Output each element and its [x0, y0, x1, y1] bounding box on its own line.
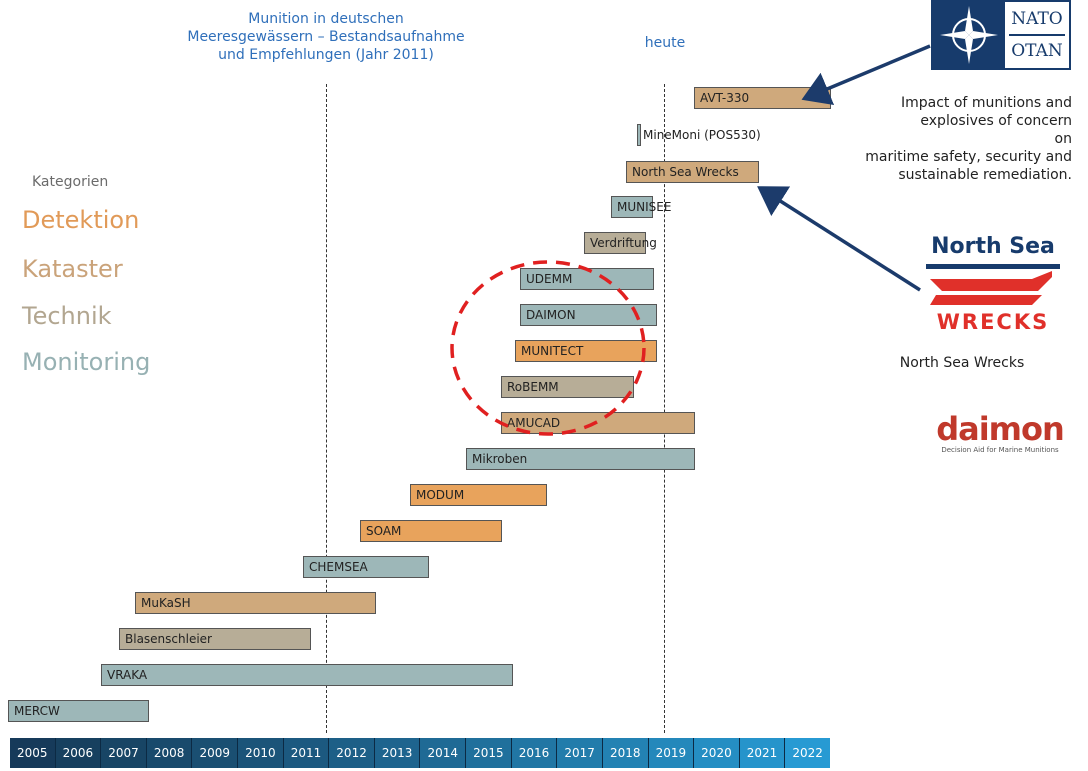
project-bar-mukash: MuKaSH	[135, 592, 376, 614]
annotation-2011: Munition in deutschen Meeresgewässern – …	[165, 10, 487, 64]
categories-heading: Kategorien	[32, 174, 109, 190]
year-2007: 2007	[101, 738, 147, 768]
nato-text: NATO	[1011, 9, 1063, 29]
nato-caption-line1: Impact of munitions and	[901, 95, 1072, 111]
project-bar-blasenschleier: Blasenschleier	[119, 628, 311, 650]
project-bar-minemoni	[637, 124, 641, 146]
nsw-caption: North Sea Wrecks	[899, 355, 1025, 371]
project-bar-munitect: MUNITECT	[515, 340, 657, 362]
year-2009: 2009	[192, 738, 239, 768]
project-bar-mikroben: Mikroben	[466, 448, 695, 470]
category-kataster: Kataster	[22, 255, 123, 283]
year-2020: 2020	[694, 738, 740, 768]
category-detektion: Detektion	[22, 206, 140, 234]
category-technik: Technik	[22, 302, 112, 330]
north-sea-wrecks-logo: North Sea WRECKS	[922, 232, 1064, 344]
year-2015: 2015	[466, 738, 512, 768]
daimon-logo: daimon Decision Aid for Marine Munitions	[925, 412, 1075, 454]
year-2011: 2011	[283, 738, 330, 768]
year-axis: 2005 2006 2007 2008 2009 2010 2011 2012 …	[10, 738, 830, 768]
daimon-tagline: Decision Aid for Marine Munitions	[941, 446, 1059, 454]
year-2008: 2008	[146, 738, 193, 768]
nato-caption: Impact of munitions and explosives of co…	[800, 94, 1072, 184]
project-bar-daimon: DAIMON	[520, 304, 657, 326]
project-bar-udemm: UDEMM	[520, 268, 654, 290]
nato-caption-line2: explosives of concern	[920, 113, 1072, 129]
daimon-logo-text: daimon	[936, 410, 1065, 448]
project-bar-amucad: AMUCAD	[501, 412, 695, 434]
nato-caption-line4: maritime safety, security and	[865, 149, 1072, 165]
project-bar-modum: MODUM	[410, 484, 547, 506]
year-2016: 2016	[511, 738, 558, 768]
nato-divider	[1009, 34, 1065, 36]
project-bar-north-sea-wrecks: North Sea Wrecks	[626, 161, 759, 183]
nsw-logo-navy-rule	[926, 264, 1060, 269]
year-2018: 2018	[602, 738, 649, 768]
nato-text-box: NATO OTAN	[1003, 0, 1071, 70]
annotation-2011-line3: und Empfehlungen (Jahr 2011)	[218, 47, 434, 63]
year-2022: 2022	[785, 738, 830, 768]
project-bar-munisee: MUNISEE	[611, 196, 671, 218]
project-bar-chemsea: CHEMSEA	[303, 556, 429, 578]
annotation-today: heute	[644, 35, 686, 51]
year-2019: 2019	[648, 738, 695, 768]
year-2012: 2012	[329, 738, 375, 768]
annotation-2011-line1: Munition in deutschen	[248, 11, 404, 27]
year-2017: 2017	[557, 738, 603, 768]
nato-caption-line5: sustainable remediation.	[898, 167, 1072, 183]
marker-line-2011	[326, 84, 327, 733]
project-bar-vraka: VRAKA	[101, 664, 513, 686]
project-bar-robemm: RoBEMM	[501, 376, 634, 398]
category-monitoring: Monitoring	[22, 348, 151, 376]
nato-logo: NATO OTAN	[931, 0, 1071, 70]
project-bar-soam: SOAM	[360, 520, 502, 542]
marker-line-today	[664, 84, 665, 733]
annotation-2011-line2: Meeresgewässern – Bestandsaufnahme	[187, 29, 465, 45]
year-2006: 2006	[55, 738, 102, 768]
year-2021: 2021	[739, 738, 786, 768]
otan-text: OTAN	[1011, 41, 1063, 61]
year-2013: 2013	[374, 738, 421, 768]
year-2014: 2014	[420, 738, 467, 768]
nsw-logo-top-text: North Sea	[931, 234, 1055, 259]
nato-caption-line3: on	[1054, 131, 1072, 147]
project-bar-mercw: MERCW	[8, 700, 149, 722]
arrow-nsw-to-project	[757, 186, 921, 292]
nsw-wave-icon	[930, 271, 1052, 305]
year-2010: 2010	[238, 738, 284, 768]
nato-compass-icon	[940, 6, 998, 64]
project-bar-verdriftung: Verdriftung	[584, 232, 657, 254]
project-bar-avt-330: AVT-330	[694, 87, 831, 109]
project-label-minemoni: MineMoni (POS530)	[643, 128, 761, 142]
year-2005: 2005	[10, 738, 56, 768]
nsw-logo-bottom-text: WRECKS	[936, 310, 1050, 334]
